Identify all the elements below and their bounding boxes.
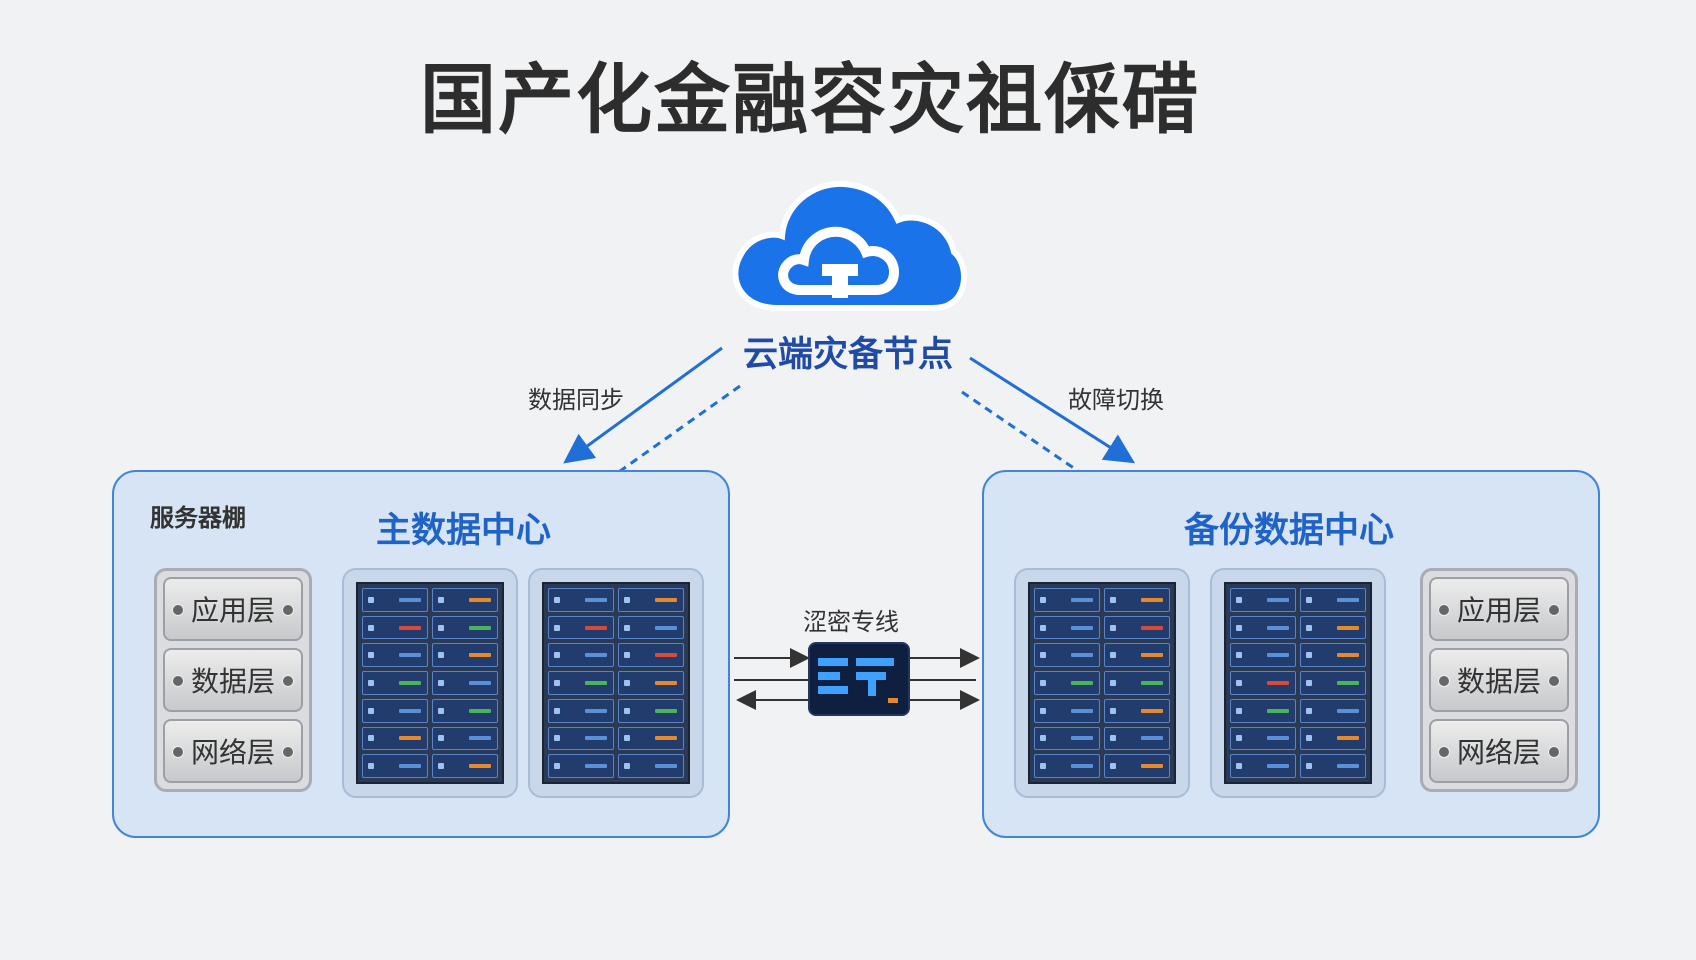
- primary-server-tag: 服务器棚: [150, 504, 246, 532]
- layer-label: 网络层: [1456, 736, 1541, 769]
- backup-datacenter-panel: 备份数据中心 应用层 数据层 网络层: [982, 470, 1600, 838]
- primary-datacenter-panel: 服务器棚 主数据中心 应用层 数据层 网络层: [112, 470, 730, 838]
- page-title: 国产化金融容灾祖倸碏: [420, 55, 1200, 144]
- backup-datacenter-title: 备份数据中心: [1184, 511, 1395, 551]
- server-rack-icon: [1210, 568, 1386, 798]
- layer-item: 网络层: [1429, 719, 1569, 783]
- layer-label: 应用层: [190, 594, 275, 627]
- encryptor-icon: [808, 642, 910, 716]
- cloud-icon: [732, 180, 968, 311]
- layer-item: 应用层: [1429, 577, 1569, 641]
- sync-label: 数据同步: [528, 386, 624, 414]
- server-rack-icon: [528, 568, 704, 798]
- layer-label: 应用层: [1456, 594, 1541, 627]
- primary-datacenter-title: 主数据中心: [376, 511, 552, 551]
- cloud-node-label: 云端灾备节点: [742, 335, 953, 375]
- layer-label: 数据层: [190, 665, 275, 698]
- layer-item: 数据层: [163, 648, 303, 712]
- layer-item: 应用层: [163, 577, 303, 641]
- sync-arrow-solid: [563, 346, 723, 464]
- primary-layer-stack: 应用层 数据层 网络层: [154, 568, 312, 792]
- failover-label: 故障切换: [1068, 386, 1164, 414]
- server-rack-icon: [1014, 568, 1190, 798]
- server-rack-icon: [342, 568, 518, 798]
- layer-item: 数据层: [1429, 648, 1569, 712]
- backup-layer-stack: 应用层 数据层 网络层: [1420, 568, 1578, 792]
- layer-item: 网络层: [163, 719, 303, 783]
- layer-label: 网络层: [190, 736, 275, 769]
- cloud-node: [722, 168, 972, 328]
- layer-label: 数据层: [1456, 665, 1541, 698]
- encrypted-link-label: 涩密专线: [803, 608, 899, 636]
- failover-arrow-solid: [969, 356, 1136, 464]
